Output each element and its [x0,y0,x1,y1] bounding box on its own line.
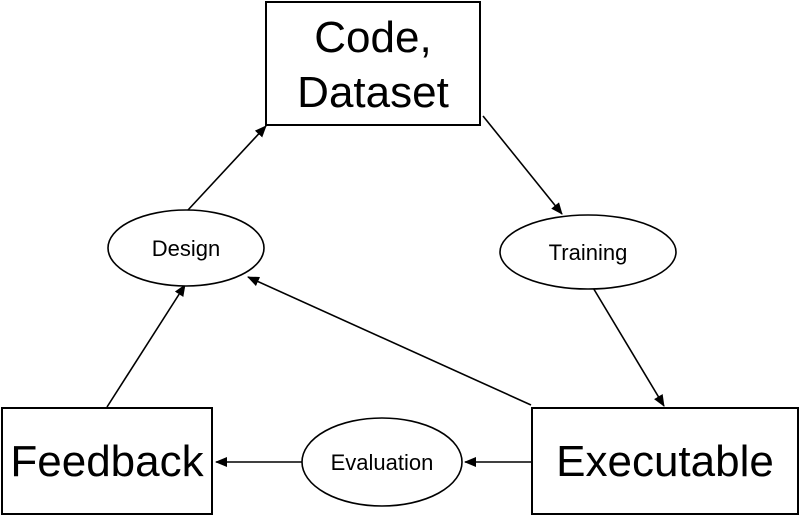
edge-feedback-to-design [106,284,186,408]
design-node: Design [107,209,265,287]
code-dataset-label-line1: Code, [314,13,431,62]
edges [106,115,665,467]
code-dataset-box [265,1,481,126]
feedback-node: Feedback [1,407,213,515]
code-dataset-label-line2: Dataset [297,68,449,117]
design-ellipse [107,209,265,287]
code-dataset-node: Code, Dataset [265,1,481,126]
edge-executable-to-design [247,276,532,406]
evaluation-label: Evaluation [331,450,434,475]
executable-label: Executable [556,437,774,486]
evaluation-node: Evaluation [301,417,463,507]
edge-code-dataset-to-training [482,115,563,215]
training-ellipse [499,214,677,290]
training-label: Training [549,240,628,265]
evaluation-ellipse [301,417,463,507]
training-node: Training [499,214,677,290]
edge-design-to-code-dataset [187,125,267,211]
design-label: Design [152,236,220,261]
feedback-label: Feedback [10,437,204,486]
feedback-box [1,407,213,515]
executable-node: Executable [531,407,799,515]
executable-box [531,407,799,515]
edge-training-to-executable [591,285,665,407]
